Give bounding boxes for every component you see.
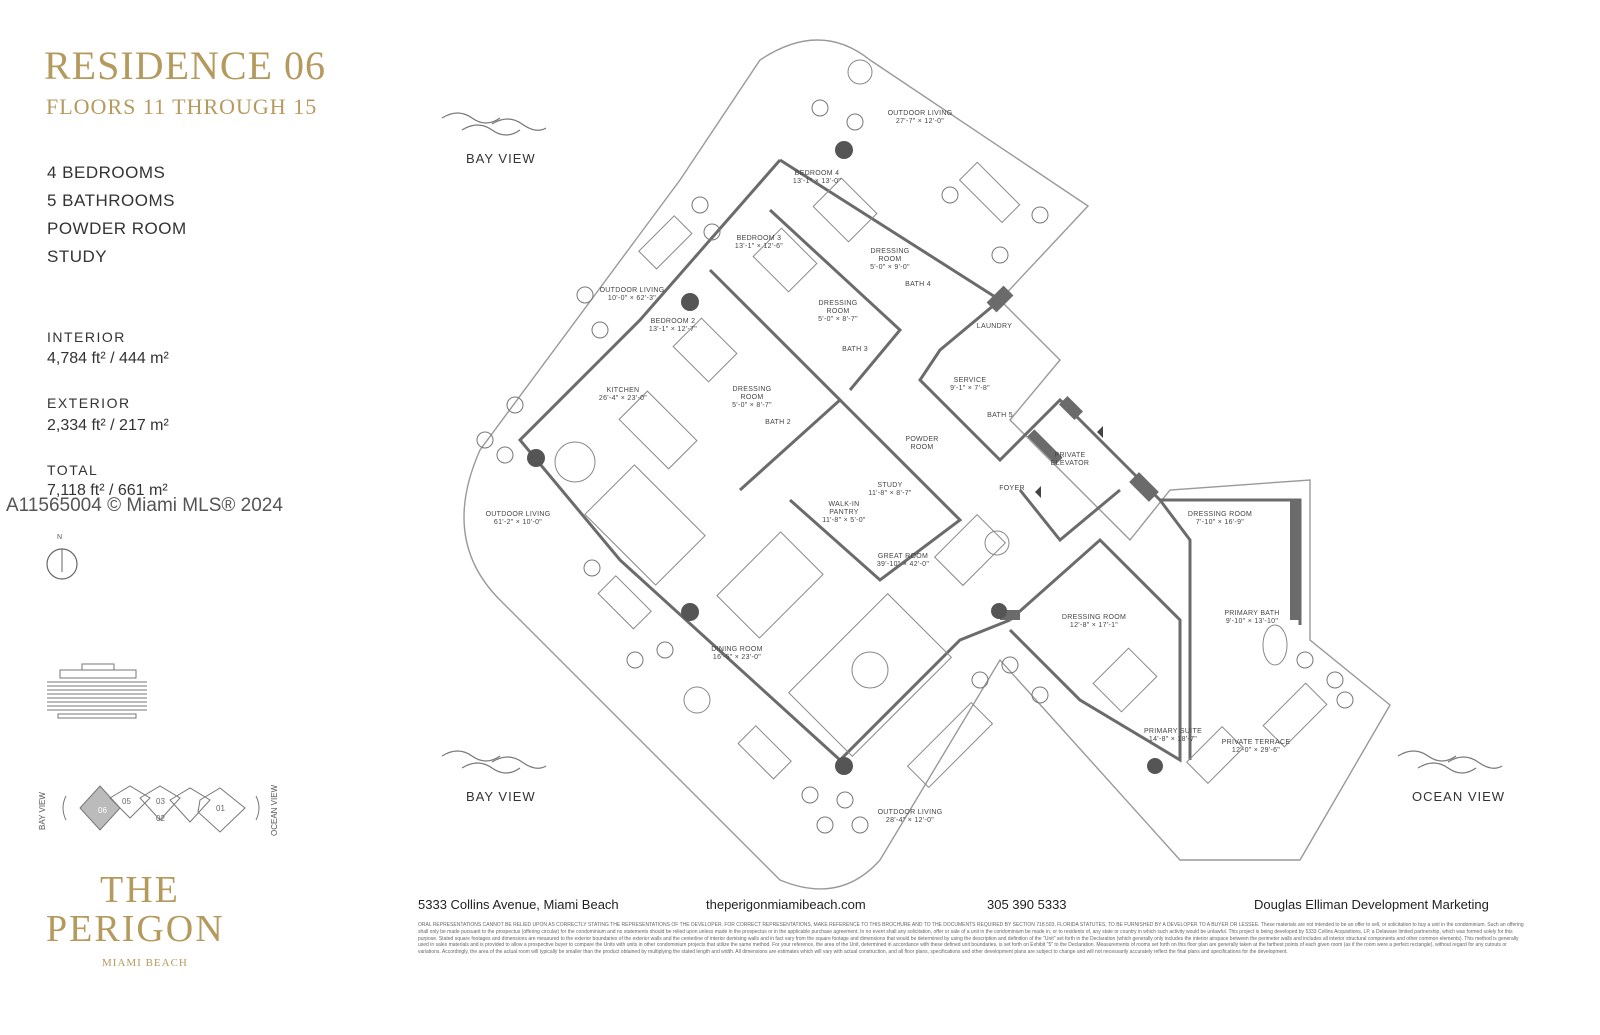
exterior-value: 2,334 ft² / 217 m² bbox=[47, 417, 169, 434]
keyplan-unit-02: 02 bbox=[156, 814, 165, 823]
brand-line-the: THE bbox=[100, 869, 180, 911]
keyplan-unit-03: 03 bbox=[156, 797, 165, 806]
interior-label: INTERIOR bbox=[47, 329, 126, 345]
room-label: BATH 5 bbox=[987, 412, 1013, 419]
bay-waves-top-icon bbox=[441, 112, 547, 136]
planters bbox=[476, 99, 1354, 834]
keyplan-unit-05: 05 bbox=[122, 797, 131, 806]
footer-phone[interactable]: 305 390 5333 bbox=[987, 897, 1067, 912]
room-label: POWDER ROOM bbox=[905, 436, 939, 451]
room-label: BATH 4 bbox=[905, 281, 931, 288]
keyplan-unit-01: 01 bbox=[216, 804, 225, 813]
exterior-label: EXTERIOR bbox=[47, 395, 131, 411]
room-label: BATH 3 bbox=[842, 346, 868, 353]
feature-bedrooms: 4 BEDROOMS bbox=[47, 163, 166, 182]
keyplan-bay-view-label: BAY VIEW bbox=[38, 792, 47, 830]
ocean-waves-icon bbox=[1397, 750, 1503, 774]
terrace-outline bbox=[463, 39, 1391, 890]
bay-view-bottom-label: BAY VIEW bbox=[466, 789, 536, 804]
keyplan-unit-06: 06 bbox=[98, 806, 107, 815]
feature-bathrooms: 5 BATHROOMS bbox=[47, 191, 175, 210]
brand-line-perigon: PERIGON bbox=[46, 908, 225, 950]
mls-watermark: A11565004 © Miami MLS® 2024 bbox=[6, 495, 283, 516]
structural-walls bbox=[986, 285, 1300, 620]
ocean-view-label: OCEAN VIEW bbox=[1412, 789, 1506, 804]
total-value: 7,118 ft² / 661 m² bbox=[47, 482, 168, 499]
room-label: BATH 2 bbox=[765, 419, 791, 426]
feature-powder-room: POWDER ROOM bbox=[47, 219, 187, 238]
room-label: LAUNDRY bbox=[976, 323, 1013, 330]
compass-label: N bbox=[57, 534, 63, 541]
room-label: PRIVATE ELEVATOR bbox=[1050, 452, 1090, 467]
interior-value: 4,784 ft² / 444 m² bbox=[47, 350, 169, 367]
room-label: FOYER bbox=[999, 485, 1025, 492]
residence-title: RESIDENCE 06 bbox=[44, 43, 326, 88]
bay-waves-bottom-icon bbox=[441, 750, 547, 774]
keyplan-ocean-view-label: OCEAN VIEW bbox=[270, 784, 279, 836]
footer-address: 5333 Collins Avenue, Miami Beach bbox=[418, 897, 619, 912]
floors-subtitle: FLOORS 11 THROUGH 15 bbox=[46, 94, 318, 119]
total-label: TOTAL bbox=[47, 462, 99, 478]
compass-icon bbox=[46, 548, 78, 580]
furniture bbox=[554, 59, 1328, 789]
legal-disclaimer: ORAL REPRESENTATIONS CANNOT BE RELIED UP… bbox=[418, 922, 1524, 956]
bay-view-top-label: BAY VIEW bbox=[466, 151, 536, 166]
footer-marketing: Douglas Elliman Development Marketing bbox=[1254, 897, 1489, 912]
building-elevation-icon bbox=[47, 663, 147, 719]
brand-line-location: MIAMI BEACH bbox=[102, 957, 188, 969]
keyplan-icon bbox=[62, 785, 260, 833]
footer-website[interactable]: theperigonmiamibeach.com bbox=[706, 897, 866, 912]
feature-study: STUDY bbox=[47, 247, 108, 266]
